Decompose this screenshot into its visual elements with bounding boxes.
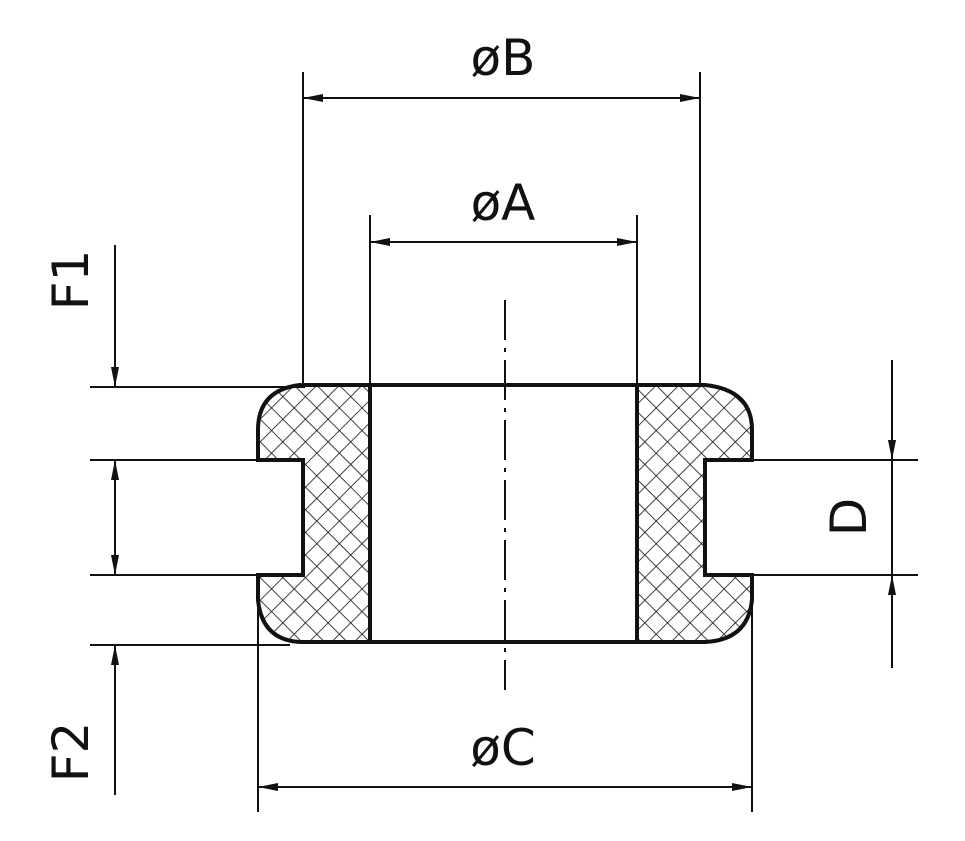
- label-diameter-a: øA: [471, 174, 536, 232]
- label-diameter-c: øC: [470, 719, 536, 777]
- label-d: D: [820, 498, 878, 537]
- dimension-lines: [111, 94, 896, 795]
- label-diameter-b: øB: [471, 29, 536, 87]
- grommet-section: [256, 300, 754, 690]
- label-f1: F1: [42, 250, 100, 311]
- right-section: [635, 383, 754, 644]
- label-f2: F2: [42, 722, 100, 783]
- left-section: [256, 383, 372, 644]
